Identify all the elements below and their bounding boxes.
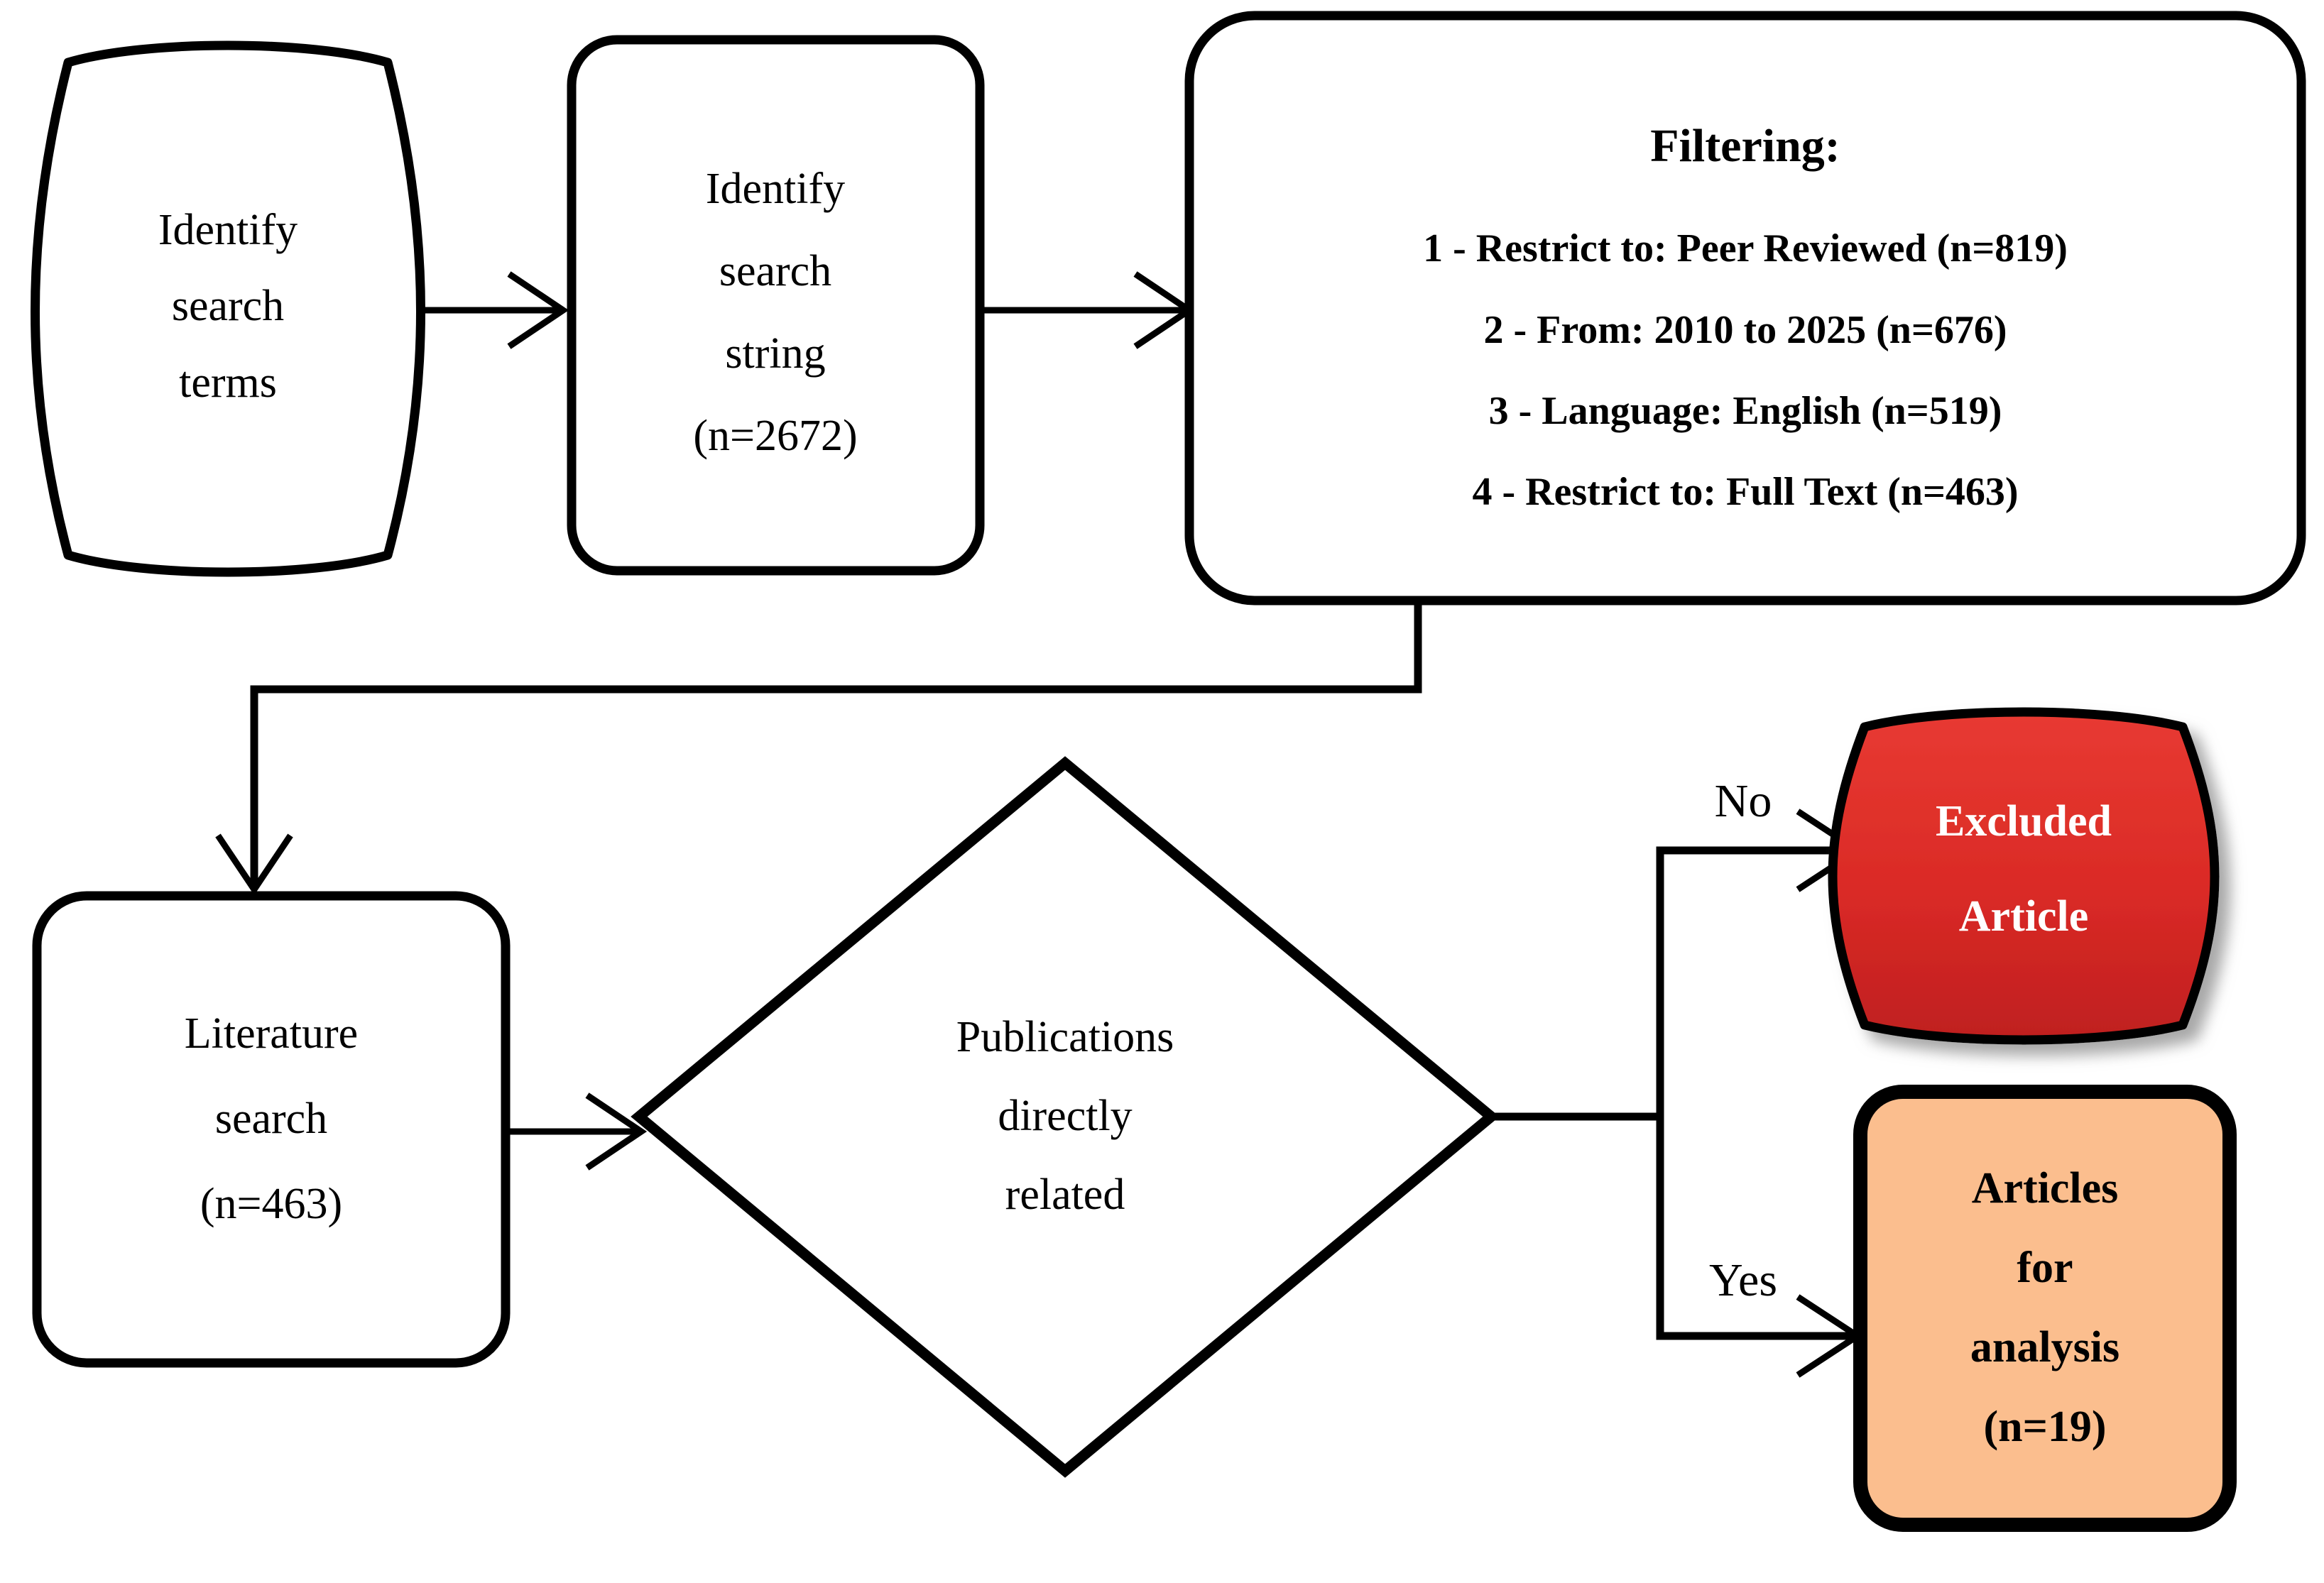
node-filtering[interactable]: Filtering: 1 - Restrict to: Peer Reviewe… (1184, 11, 2306, 606)
node-literature-search-line-2: (n=463) (200, 1180, 342, 1228)
node-filtering-item-2: 3 - Language: English (n=519) (1489, 389, 2002, 433)
node-articles-for-analysis-line-1: for (2017, 1244, 2073, 1292)
node-excluded-article-line-1: Article (1959, 892, 2088, 941)
node-excluded-article[interactable]: Excluded Article (1828, 707, 2220, 1045)
edge-filtering-to-literature (215, 600, 1422, 896)
node-literature-search[interactable]: Literature search (n=463) (32, 891, 511, 1368)
node-excluded-article-line-0: Excluded (1936, 797, 2112, 845)
node-identify-search-terms[interactable]: Identify search terms (31, 40, 425, 577)
node-literature-search-line-0: Literature (185, 1009, 358, 1058)
node-identify-search-terms-line-1: search (172, 282, 284, 330)
node-filtering-item-0: 1 - Restrict to: Peer Reviewed (n=819) (1423, 226, 2068, 270)
node-articles-for-analysis[interactable]: Articles for analysis (n=19) (1853, 1085, 2237, 1532)
edge-literature-to-decision (506, 1092, 648, 1171)
node-articles-for-analysis-line-3: (n=19) (1983, 1403, 2106, 1451)
node-identify-search-string-line-1: search (719, 247, 831, 295)
node-identify-search-string[interactable]: Identify search string (n=2672) (567, 35, 985, 576)
node-identify-search-terms-line-2: terms (179, 358, 277, 407)
node-filtering-item-3: 4 - Restrict to: Full Text (n=463) (1472, 470, 2018, 514)
node-literature-search-line-1: search (215, 1095, 327, 1143)
node-identify-search-string-line-0: Identify (706, 165, 845, 213)
edge-terms-to-string (410, 271, 569, 349)
node-identify-search-terms-line-0: Identify (158, 206, 298, 254)
node-identify-search-string-line-2: string (725, 329, 825, 378)
edge-decision-yes (1656, 1117, 1864, 1378)
edge-label-yes: Yes (1709, 1254, 1777, 1306)
node-identify-search-string-line-3: (n=2672) (693, 412, 857, 460)
node-decision-line-2: related (1005, 1171, 1125, 1219)
node-articles-for-analysis-line-0: Articles (1972, 1164, 2119, 1212)
node-excluded-article-shape (1828, 707, 2220, 1045)
node-filtering-item-1: 2 - From: 2010 to 2025 (n=676) (1484, 308, 2007, 352)
edge-label-no: No (1715, 775, 1772, 827)
node-articles-for-analysis-shape (1853, 1085, 2237, 1532)
node-decision-line-1: directly (998, 1092, 1132, 1140)
edge-decision-no (1656, 809, 1864, 1117)
node-filtering-title: Filtering: (1650, 120, 1840, 172)
node-decision-line-0: Publications (956, 1013, 1174, 1061)
node-decision-publications-directly-related[interactable]: Publications directly related (631, 756, 1500, 1478)
edge-string-to-filtering (982, 271, 1196, 349)
node-articles-for-analysis-line-2: analysis (1970, 1323, 2120, 1371)
